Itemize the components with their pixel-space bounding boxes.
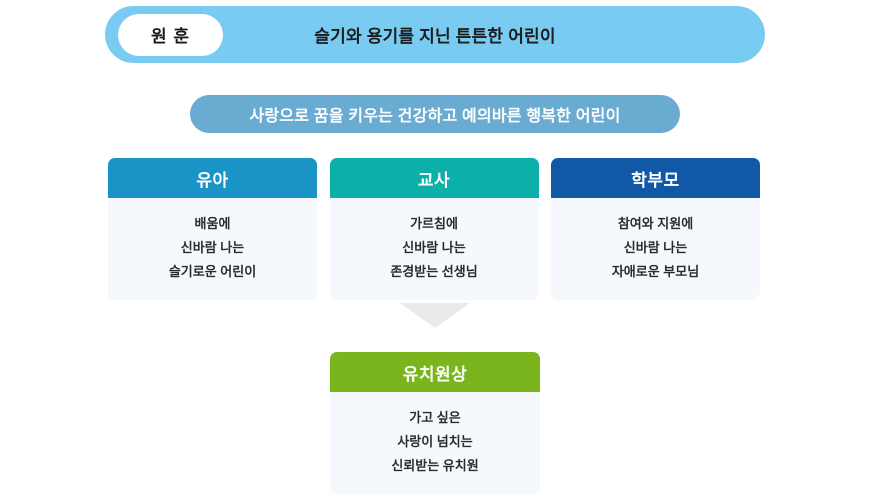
column-parent-header: 학부모 bbox=[551, 158, 760, 198]
role-columns: 유아 배움에 신바람 나는 슬기로운 어린이 교사 가르침에 신바람 나는 존경… bbox=[108, 158, 760, 300]
column-teacher-line-3: 존경받는 선생님 bbox=[390, 264, 478, 279]
motto-text: 슬기와 용기를 지닌 튼튼한 어린이 bbox=[314, 27, 556, 46]
column-teacher-line-1: 가르침에 bbox=[410, 216, 458, 231]
column-parent: 학부모 참여와 지원에 신바람 나는 자애로운 부모님 bbox=[551, 158, 760, 300]
column-teacher-line-2: 신바람 나는 bbox=[402, 240, 466, 255]
column-child-header: 유아 bbox=[108, 158, 317, 198]
column-teacher: 교사 가르침에 신바람 나는 존경받는 선생님 bbox=[329, 158, 539, 300]
column-parent-line-3: 자애로운 부모님 bbox=[611, 264, 700, 279]
column-teacher-body: 가르침에 신바람 나는 존경받는 선생님 bbox=[329, 198, 539, 300]
motto-banner: 원 훈 슬기와 용기를 지닌 튼튼한 어린이 bbox=[105, 6, 765, 63]
goal-banner: 사랑으로 꿈을 키우는 건강하고 예의바른 행복한 어린이 bbox=[190, 95, 680, 133]
vision-box-header: 유치원상 bbox=[330, 352, 540, 392]
chevron-down-icon bbox=[400, 303, 470, 328]
column-teacher-header-label: 교사 bbox=[417, 170, 451, 190]
vision-box-line-1: 가고 싶은 bbox=[409, 410, 461, 425]
motto-pill-label: 원 훈 bbox=[150, 27, 190, 46]
column-child-line-3: 슬기로운 어린이 bbox=[168, 264, 257, 279]
vision-box-line-3: 신뢰받는 유치원 bbox=[391, 458, 479, 473]
column-parent-line-2: 신바람 나는 bbox=[623, 240, 688, 255]
column-child: 유아 배움에 신바람 나는 슬기로운 어린이 bbox=[108, 158, 317, 300]
column-child-line-2: 신바람 나는 bbox=[180, 240, 245, 255]
goal-banner-text: 사랑으로 꿈을 키우는 건강하고 예의바른 행복한 어린이 bbox=[249, 108, 621, 125]
column-child-header-label: 유아 bbox=[196, 170, 229, 190]
vision-box-line-2: 사랑이 넘치는 bbox=[397, 434, 473, 449]
column-child-line-1: 배움에 bbox=[194, 216, 231, 231]
vision-box-body: 가고 싶은 사랑이 넘치는 신뢰받는 유치원 bbox=[330, 392, 540, 494]
vision-box-header-label: 유치원상 bbox=[402, 364, 468, 384]
column-teacher-header: 교사 bbox=[329, 158, 539, 198]
motto-pill: 원 훈 bbox=[118, 13, 223, 56]
column-parent-header-label: 학부모 bbox=[631, 170, 680, 190]
column-parent-body: 참여와 지원에 신바람 나는 자애로운 부모님 bbox=[551, 198, 760, 300]
vision-box: 유치원상 가고 싶은 사랑이 넘치는 신뢰받는 유치원 bbox=[330, 352, 540, 494]
column-parent-line-1: 참여와 지원에 bbox=[617, 216, 694, 231]
column-child-body: 배움에 신바람 나는 슬기로운 어린이 bbox=[108, 198, 317, 300]
